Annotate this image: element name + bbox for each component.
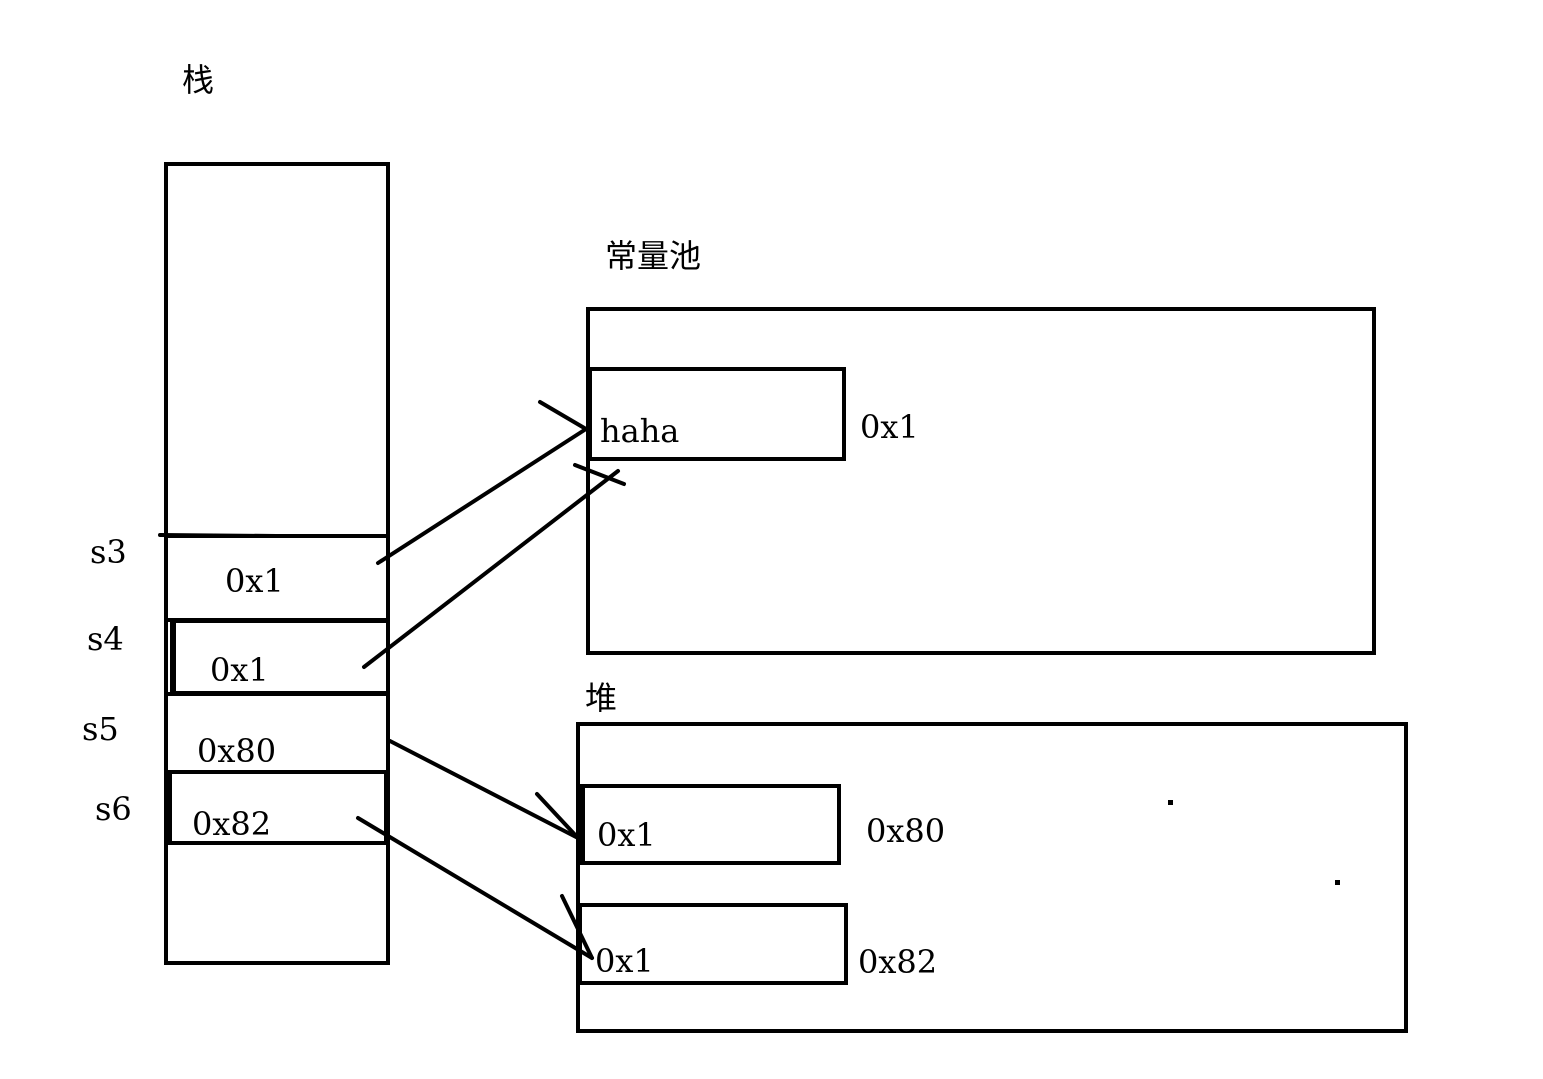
constant-pool-title: 常量池 [605, 237, 702, 275]
arrow-s5-to-heap [388, 739, 580, 840]
arrowhead-s6 [560, 894, 594, 960]
arrow-s4-to-constant [362, 469, 620, 669]
stack-var-s4: s4 [87, 620, 124, 658]
stack-var-s3: s3 [90, 533, 127, 571]
stack-var-s6: s6 [95, 790, 132, 828]
arrowhead-s5 [535, 792, 580, 840]
arrow-s3-extra [158, 533, 278, 538]
constant-pool-entry-address: 0x1 [860, 408, 919, 446]
heap-object-0x82 [578, 903, 848, 985]
arrow-s3-to-constant [376, 427, 588, 565]
arrowhead-s4 [573, 463, 626, 486]
heap-object-0x82-address: 0x82 [858, 943, 938, 981]
stack-value-s3: 0x1 [225, 562, 284, 600]
heap-stray-dot [1335, 880, 1340, 885]
stack-value-s4: 0x1 [210, 651, 269, 689]
arrowhead-s3 [538, 400, 588, 431]
constant-pool-entry [588, 367, 846, 461]
stack-var-s5: s5 [82, 710, 119, 748]
arrow-s6-to-heap [356, 816, 594, 960]
heap-object-0x80-content: 0x1 [597, 816, 656, 854]
heap-frame [576, 722, 1408, 1033]
heap-stray-dot [1168, 800, 1173, 805]
heap-object-0x82-content: 0x1 [595, 942, 654, 980]
stack-value-s6: 0x82 [192, 805, 272, 843]
heap-title: 堆 [585, 679, 618, 717]
stack-value-s5: 0x80 [197, 732, 277, 770]
stack-title: 栈 [182, 61, 215, 99]
constant-pool-entry-content: haha [600, 412, 680, 450]
heap-object-0x80-address: 0x80 [866, 812, 946, 850]
heap-object-0x80 [579, 784, 841, 865]
stack-slot-s6 [168, 770, 388, 845]
constant-pool-frame [586, 307, 1376, 655]
